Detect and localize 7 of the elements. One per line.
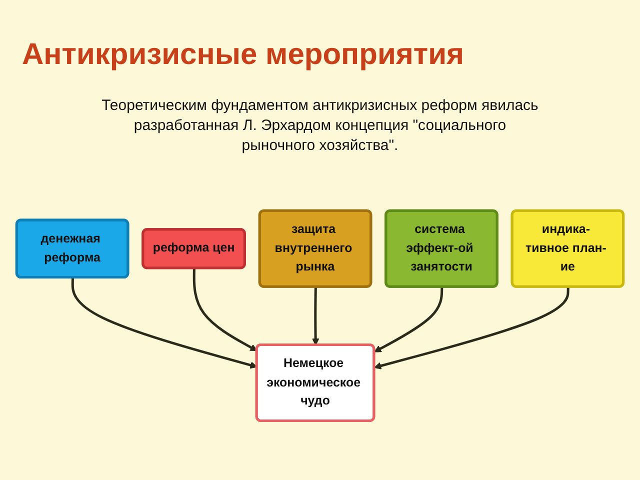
arrow (374, 287, 570, 370)
arrow (192, 268, 258, 352)
intro-note: Теоретическим фундаментом антикризисных реформ явилась разработанная Л. Эрхардом концепция "социального рыночного хозяйства". (102, 97, 538, 154)
arrow (374, 287, 444, 353)
arrow (312, 287, 320, 346)
title: Антикризисные мероприятия (22, 38, 464, 72)
arrow (71, 278, 258, 370)
